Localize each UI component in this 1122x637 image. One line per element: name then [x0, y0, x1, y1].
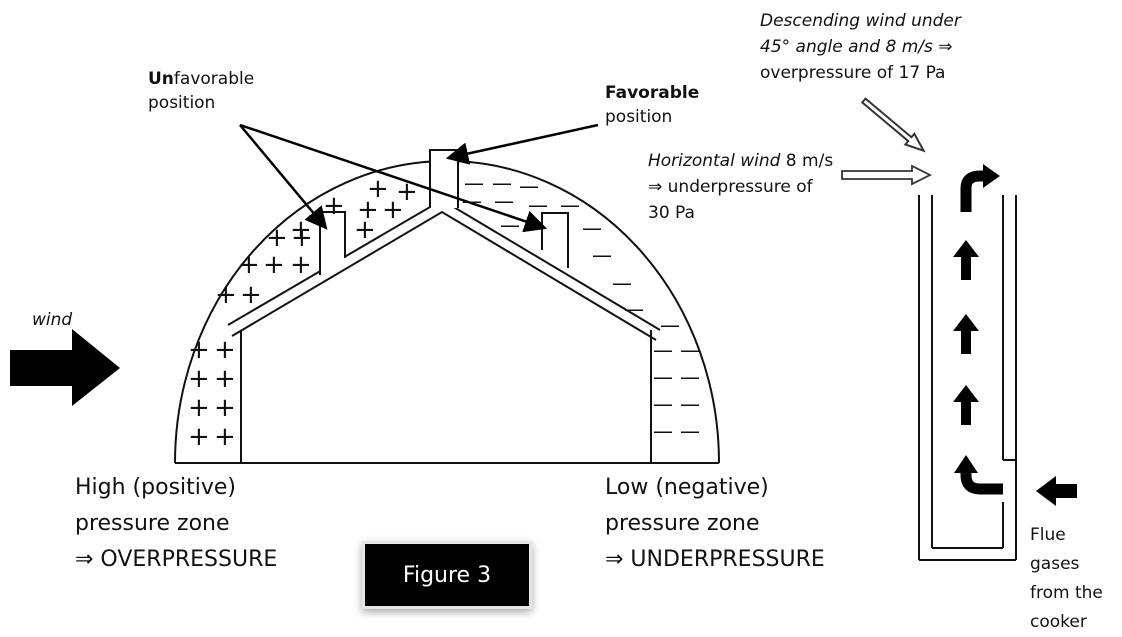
up-arrow — [953, 385, 979, 425]
wind-arrow — [10, 329, 120, 406]
plus-sign: + — [291, 223, 313, 253]
minus-sign: — — [653, 338, 673, 362]
unfavorable-line2: position — [148, 93, 216, 113]
plus-sign: + — [382, 195, 404, 225]
flue-line3: from the — [1030, 583, 1103, 603]
flue-line2: gases — [1030, 554, 1080, 574]
low-pressure-zone-label: Low (negative) pressure zone ⇒ UNDERPRES… — [605, 470, 825, 578]
plus-signs: + + + + + + + + + + + + + + + + + + + + … — [188, 174, 418, 452]
low-line2: pressure zone — [605, 511, 760, 536]
minus-sign: — — [680, 419, 700, 443]
up-arrow — [953, 240, 979, 280]
pointer-line-favorable — [445, 123, 599, 165]
minus-sign: — — [680, 338, 700, 362]
plus-sign: + — [214, 393, 236, 423]
flue-gases-label: Flue gases from the cooker — [1030, 521, 1103, 637]
chimney-top — [429, 149, 459, 208]
minus-sign: — — [653, 365, 673, 389]
high-line3: ⇒ OVERPRESSURE — [75, 547, 278, 572]
minus-sign: — — [464, 171, 484, 195]
figure-badge: Figure 3 — [362, 541, 532, 609]
low-line3: ⇒ UNDERPRESSURE — [605, 547, 825, 572]
plus-sign: + — [290, 250, 312, 280]
plus-sign: + — [323, 191, 345, 221]
descending-wind-label: Descending wind under 45° angle and 8 m/… — [760, 8, 961, 86]
horizontal-line2: ⇒ underpressure of — [648, 177, 813, 197]
flue-line4: cooker — [1030, 612, 1087, 632]
plus-sign: + — [238, 250, 260, 280]
minus-sign: — — [462, 189, 482, 213]
flue-up-arrows — [953, 240, 979, 425]
plus-sign: + — [396, 177, 418, 207]
favorable-line2: position — [605, 107, 673, 127]
descending-line1: Descending wind under — [760, 11, 961, 31]
minus-sign: — — [592, 243, 612, 267]
unfavorable-rest-text: favorable — [173, 69, 255, 89]
plus-sign: + — [188, 364, 210, 394]
plus-sign: + — [214, 364, 236, 394]
descending-line2-italic: 45° angle and 8 m/s — [760, 37, 933, 57]
favorable-position-label: Favorable position — [605, 81, 699, 129]
plus-sign: + — [188, 393, 210, 423]
descending-wind-arrow — [860, 97, 926, 153]
plus-sign: + — [367, 174, 389, 204]
high-line1: High (positive) — [75, 475, 237, 500]
chimney-right — [541, 212, 569, 268]
minus-sign: — — [653, 419, 673, 443]
unfavorable-bold-text: Un — [148, 69, 174, 89]
minus-signs: — — — — — — — — — — — — — — — — — — — — … — [462, 171, 700, 443]
unfavorable-position-label: Unfavorable position — [148, 67, 254, 115]
flue-gas-entry-arrow — [1036, 476, 1077, 506]
flue-pipe — [918, 195, 1017, 561]
plus-sign: + — [266, 223, 288, 253]
plus-sign: + — [188, 335, 210, 365]
minus-sign: — — [560, 193, 580, 217]
flue-line1: Flue — [1030, 525, 1066, 545]
minus-sign: — — [500, 213, 520, 237]
horizontal-italic: Horizontal wind — [648, 151, 781, 171]
minus-sign: — — [582, 216, 602, 240]
flue-bottom-curve-arrow — [954, 455, 1003, 495]
minus-sign: — — [653, 392, 673, 416]
horizontal-line3: 30 Pa — [648, 203, 695, 223]
figure-label: Figure 3 — [402, 562, 492, 588]
minus-sign: — — [519, 174, 539, 198]
plus-sign: + — [188, 422, 210, 452]
high-line2: pressure zone — [75, 511, 230, 536]
minus-sign: — — [680, 392, 700, 416]
chimney-left — [319, 211, 346, 275]
plus-sign: + — [240, 280, 262, 310]
horizontal-wind-label: Horizontal wind 8 m/s ⇒ underpressure of… — [648, 148, 833, 226]
plus-sign: + — [214, 335, 236, 365]
horizontal-wind-arrow — [841, 164, 933, 186]
minus-sign: — — [492, 171, 512, 195]
high-pressure-zone-label: High (positive) pressure zone ⇒ OVERPRES… — [75, 470, 277, 578]
minus-sign: — — [624, 297, 644, 321]
minus-sign: — — [494, 189, 514, 213]
flue-top-curve-arrow — [960, 164, 1000, 212]
descending-line2-symbol: ⇒ — [932, 37, 953, 57]
horizontal-rest: 8 m/s — [780, 151, 834, 171]
up-arrow — [953, 314, 979, 354]
plus-sign: + — [290, 215, 312, 245]
favorable-bold-text: Favorable — [605, 83, 700, 103]
descending-line3: overpressure of 17 Pa — [760, 63, 946, 83]
plus-sign: + — [357, 195, 379, 225]
pointer-line-left — [239, 124, 328, 230]
plus-sign: + — [215, 280, 237, 310]
minus-sign: — — [612, 271, 632, 295]
minus-sign: — — [528, 193, 548, 217]
plus-sign: + — [354, 215, 376, 245]
wind-label: wind — [32, 310, 73, 330]
pointer-line-right — [239, 123, 548, 233]
plus-sign: + — [214, 422, 236, 452]
minus-sign: — — [660, 313, 680, 337]
plus-sign: + — [263, 250, 285, 280]
minus-sign: — — [680, 365, 700, 389]
low-line1: Low (negative) — [605, 475, 769, 500]
